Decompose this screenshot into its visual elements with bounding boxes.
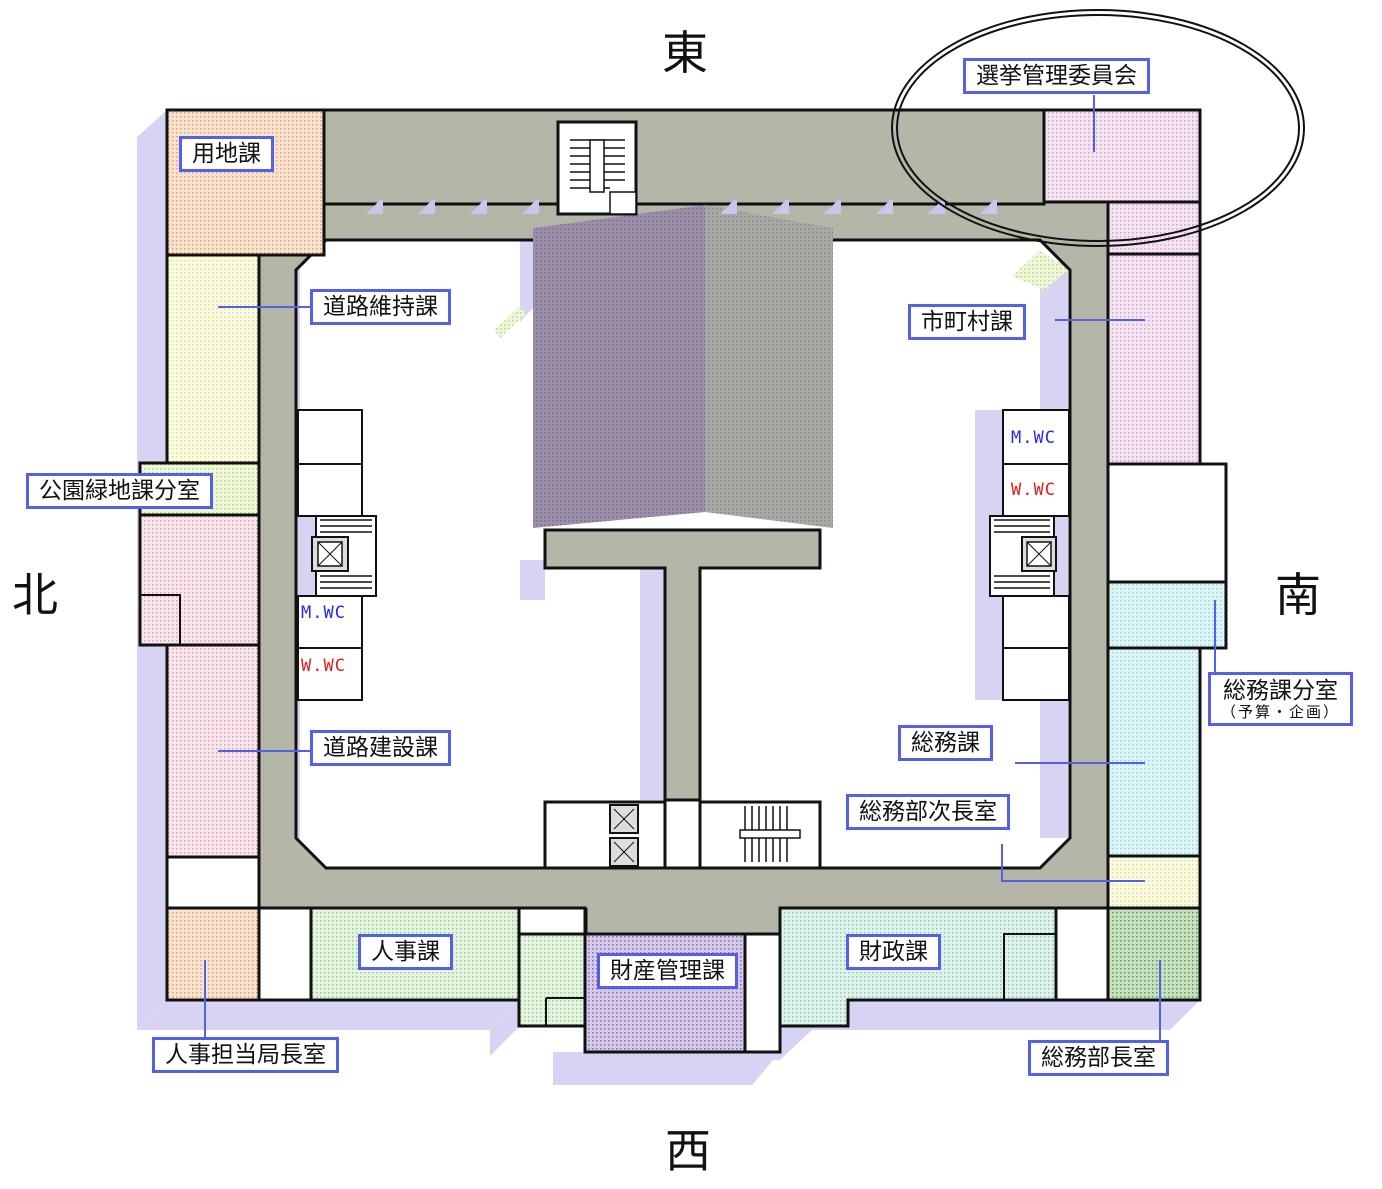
direction-north: 北 [12, 568, 58, 622]
mens-restroom-south: M.WC [1011, 428, 1056, 448]
room-label-election-committee[interactable]: 選挙管理委員会 [963, 58, 1150, 94]
mens-restroom-north: M.WC [301, 603, 346, 623]
room-label-road-construction[interactable]: 道路建設課 [310, 730, 451, 766]
leader-lines [204, 95, 1216, 1040]
direction-east: 東 [662, 26, 708, 80]
atrium-roof-left [533, 205, 705, 528]
central-hall [543, 528, 822, 802]
room-label-road-maintenance[interactable]: 道路維持課 [310, 289, 451, 325]
room-label-deputy-director[interactable]: 総務部次長室 [846, 794, 1010, 830]
room-label-parks-annex[interactable]: 公園緑地課分室 [26, 473, 213, 509]
womens-restroom-south: W.WC [1011, 480, 1056, 500]
room-label-finance[interactable]: 財政課 [846, 934, 941, 970]
general-affairs-annex-title: 総務課分室 [1223, 678, 1338, 704]
room-label-general-affairs-annex[interactable]: 総務課分室 （予算・企画） [1208, 672, 1354, 726]
column-marks [366, 200, 997, 214]
room-label-land-acquisition[interactable]: 用地課 [179, 136, 274, 172]
direction-west: 西 [665, 1124, 711, 1178]
room-label-property-management[interactable]: 財産管理課 [597, 953, 738, 989]
room-label-general-affairs-director-office[interactable]: 総務部長室 [1028, 1040, 1169, 1076]
womens-restroom-north: W.WC [301, 656, 346, 676]
highlight-ellipse [891, 9, 1305, 247]
room-label-municipalities[interactable]: 市町村課 [908, 304, 1026, 340]
room-label-general-affairs[interactable]: 総務課 [898, 725, 993, 761]
general-affairs-annex-subtitle: （予算・企画） [1221, 703, 1341, 721]
direction-south: 南 [1275, 568, 1321, 622]
room-label-personnel[interactable]: 人事課 [358, 934, 453, 970]
atrium-roof-right [705, 205, 833, 528]
room-label-personnel-director-office[interactable]: 人事担当局長室 [152, 1037, 339, 1073]
